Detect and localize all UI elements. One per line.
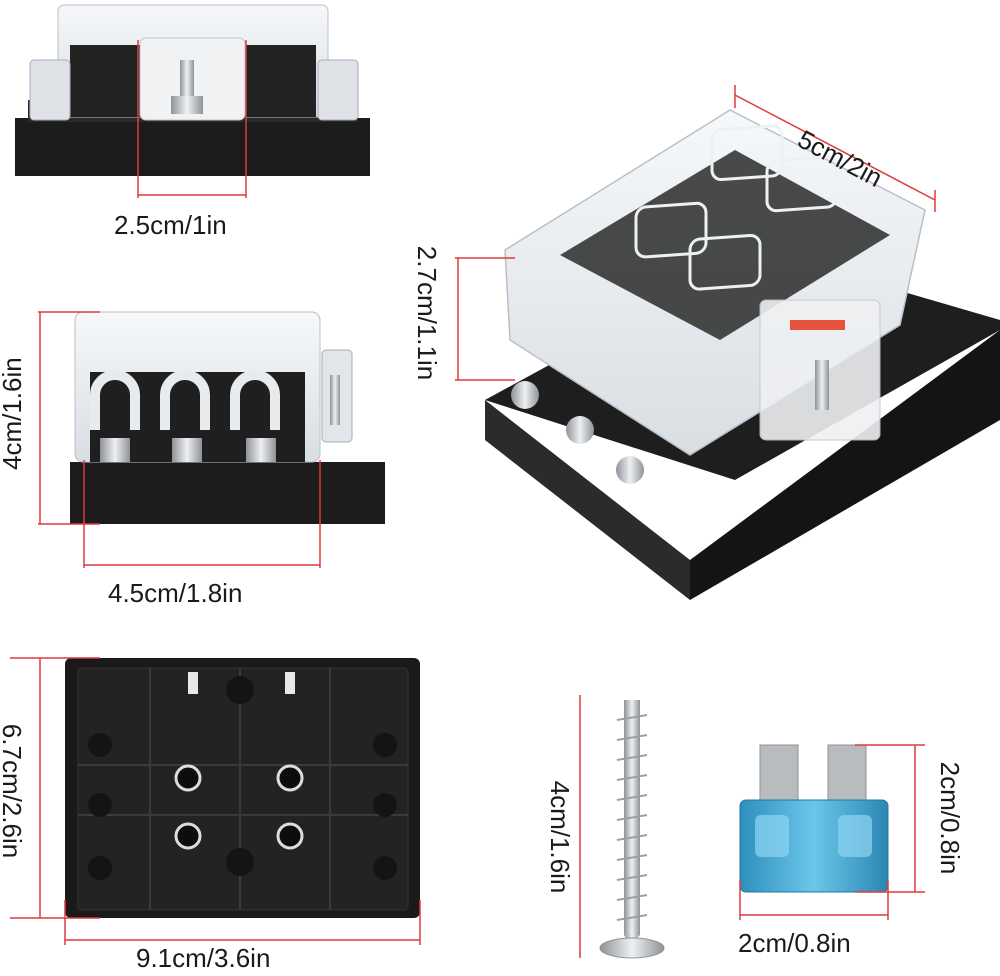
side-height-label: 4cm/1.6in (0, 357, 27, 470)
blade-fuse (739, 744, 889, 893)
fuse-width-label: 2cm/0.8in (738, 928, 851, 958)
base-width-label: 9.1cm/3.6in (136, 943, 271, 973)
base-dimensions (10, 657, 421, 945)
front-width-label: 2.5cm/1in (114, 210, 227, 240)
front-view (15, 4, 370, 176)
isometric-view (485, 109, 1000, 600)
side-dimensions (38, 311, 321, 568)
front-width-dimension (137, 40, 247, 198)
base-height-label: 6.7cm/2.6in (0, 723, 27, 859)
screw-length-label: 4cm/1.6in (545, 780, 575, 894)
isometric-dimensions (455, 85, 936, 381)
front-height-label: 2.7cm/1.1in (412, 245, 442, 381)
side-width-label: 4.5cm/1.8in (108, 578, 243, 608)
base-view (65, 658, 420, 918)
fuse-dimensions (739, 744, 925, 920)
side-view (70, 311, 385, 524)
screw (599, 700, 665, 959)
fuse-height-label: 2cm/0.8in (935, 761, 965, 875)
